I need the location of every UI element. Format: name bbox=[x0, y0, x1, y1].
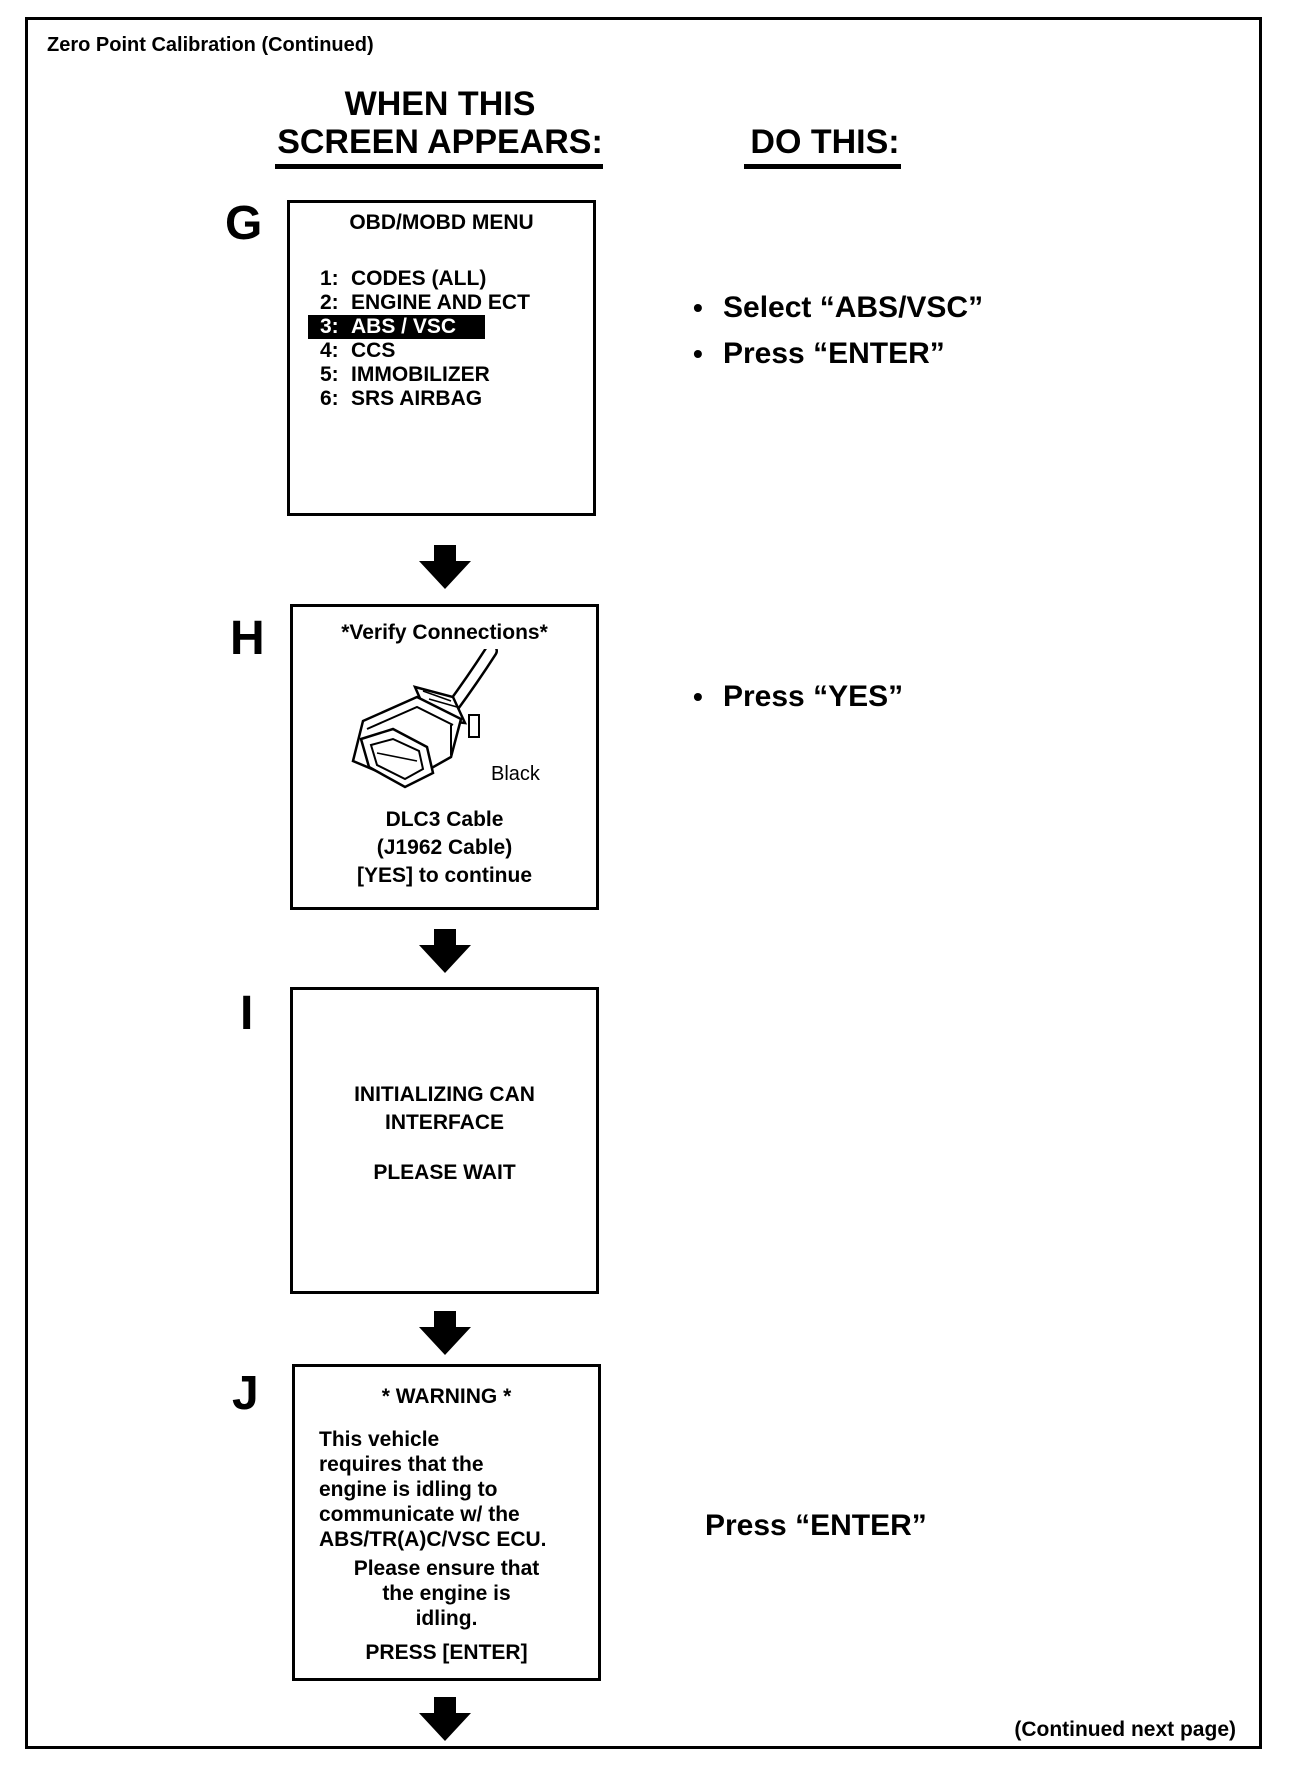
column-heading-line-2: SCREEN APPEARS: bbox=[277, 123, 603, 161]
interface-line: INTERFACE bbox=[384, 1111, 504, 1134]
screen-title-g: OBD/MOBD MENU bbox=[349, 211, 534, 234]
screen-text-i: INITIALIZING CAN INTERFACE PLEASE WAIT bbox=[293, 1081, 596, 1187]
menu-item-abs-vsc-selected: 3: ABS / VSC bbox=[308, 315, 485, 339]
menu-item-immobilizer: 5: IMMOBILIZER bbox=[320, 363, 490, 386]
down-arrow-icon bbox=[419, 1697, 471, 1741]
connector-color-label: Black bbox=[491, 763, 540, 785]
column-heading-line-1: WHEN THIS bbox=[344, 85, 536, 123]
column-heading-action: DO THIS: bbox=[750, 123, 900, 161]
press-enter-prompt: PRESS [ENTER] bbox=[365, 1641, 528, 1664]
step-letter-h: H bbox=[230, 612, 265, 665]
column-heading-screen: WHEN THIS SCREEN APPEARS: bbox=[275, 85, 605, 161]
screen-box-h: *Verify Connections* Black DLC3 Cable (J… bbox=[290, 604, 599, 910]
down-arrow-icon bbox=[419, 1311, 471, 1355]
screen-box-j: * WARNING * This vehicle requires that t… bbox=[292, 1364, 601, 1681]
initializing-line: INITIALIZING CAN bbox=[354, 1083, 535, 1106]
down-arrow-icon bbox=[419, 545, 471, 589]
bullet-icon: • bbox=[693, 338, 703, 369]
screen-title-h: *Verify Connections* bbox=[341, 621, 548, 644]
action-g-press: • Press “ENTER” bbox=[693, 331, 945, 376]
page-frame bbox=[25, 17, 1262, 1749]
continued-note: (Continued next page) bbox=[1014, 1718, 1236, 1741]
screen-title-j: * WARNING * bbox=[381, 1385, 512, 1408]
menu-item-engine-and-ect: 2: ENGINE AND ECT bbox=[320, 291, 530, 314]
warning-body: This vehicle requires that the engine is… bbox=[319, 1428, 547, 1551]
down-arrow-icon bbox=[419, 929, 471, 973]
action-g-select: • Select “ABS/VSC” bbox=[693, 285, 983, 330]
please-wait-line: PLEASE WAIT bbox=[373, 1161, 516, 1184]
column-heading-action-underline bbox=[744, 164, 901, 169]
action-h-press-yes: • Press “YES” bbox=[693, 674, 903, 719]
screen-box-g: OBD/MOBD MENU 1: CODES (ALL) 2: ENGINE A… bbox=[287, 200, 596, 516]
step-letter-i: I bbox=[240, 987, 254, 1040]
screen-box-i: INITIALIZING CAN INTERFACE PLEASE WAIT bbox=[290, 987, 599, 1294]
page-title: Zero Point Calibration (Continued) bbox=[47, 34, 374, 56]
action-j-press-enter: Press “ENTER” bbox=[705, 1509, 927, 1542]
continue-prompt-line: [YES] to continue bbox=[357, 864, 532, 887]
bullet-icon: • bbox=[693, 681, 703, 712]
bullet-icon: • bbox=[693, 292, 703, 323]
step-letter-g: G bbox=[225, 197, 263, 250]
menu-item-codes-all: 1: CODES (ALL) bbox=[320, 267, 487, 290]
cable-name-line: DLC3 Cable bbox=[385, 808, 504, 831]
column-heading-screen-underline bbox=[275, 164, 603, 169]
step-letter-j: J bbox=[232, 1367, 259, 1420]
menu-item-ccs: 4: CCS bbox=[320, 339, 396, 362]
ensure-text: Please ensure that the engine is idling. bbox=[353, 1557, 540, 1630]
screen-text-h: DLC3 Cable (J1962 Cable) [YES] to contin… bbox=[293, 806, 596, 890]
menu-item-srs-airbag: 6: SRS AIRBAG bbox=[320, 387, 483, 410]
cable-alt-name-line: (J1962 Cable) bbox=[376, 836, 513, 859]
obd-menu-list: 1: CODES (ALL) 2: ENGINE AND ECT 3: ABS … bbox=[308, 267, 588, 411]
dlc3-connector-icon bbox=[351, 649, 498, 789]
